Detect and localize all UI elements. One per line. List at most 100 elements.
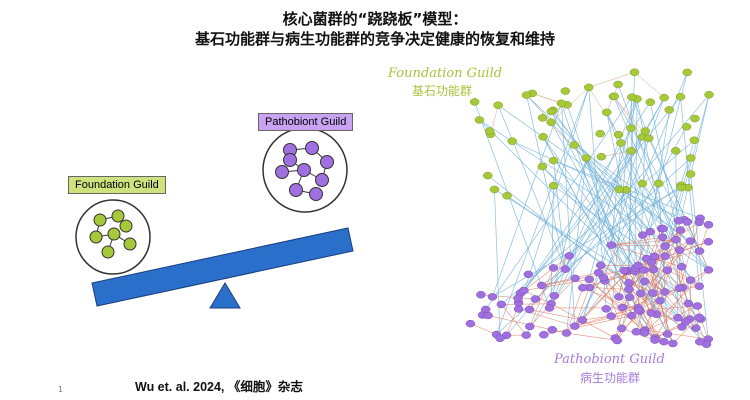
pathobiont-node [544,304,555,312]
cross-guild-edge [512,140,685,221]
pathobiont-node [639,277,650,286]
pathobiont-node [639,329,650,337]
pathobiont-node [645,227,656,236]
pathobiont-node [671,235,681,244]
foundation-node [546,118,556,126]
foundation-node [637,179,648,188]
cross-guild-edge [525,150,632,336]
pathobiont-node [536,281,547,290]
cross-guild-edge [492,187,682,298]
pathobiont-node [694,338,705,346]
pathobiont-node [560,265,571,273]
pathobiont-node [633,261,643,270]
foundation-microbe [101,245,115,259]
cross-guild-edge [492,103,562,297]
pathobiont-node [685,276,696,284]
cross-guild-edge [582,185,682,321]
pathobiont-node [675,226,686,234]
foundation-node [671,146,681,155]
foundation-node [583,83,594,92]
pathobiont-cluster [275,141,334,201]
cross-guild-edge [566,157,587,334]
pathobiont-node [660,288,670,296]
pathobiont-node [624,293,635,302]
pathobiont-node [577,316,588,324]
pathobiont-node [648,289,658,297]
foundation-node [489,185,500,194]
pathobiont-microbe [275,165,289,179]
pathobiont-edge [667,269,700,287]
seesaw-beam [91,227,354,307]
pathobiont-node [703,237,714,246]
cross-guild-edge [613,96,681,251]
foundation-node [581,154,591,162]
cross-guild-edge [650,94,710,314]
title-line-2: 基石功能群与病生功能群的竞争决定健康的恢复和维持 [194,30,555,48]
pathobiont-edge [529,267,554,327]
cross-guild-edge [523,96,681,291]
cross-guild-edge [652,157,692,294]
pathobiont-edge [523,279,590,291]
pathobiont-guild-label: Pathobiont Guild [258,113,354,131]
foundation-node [676,183,687,192]
pathobiont-edge [644,269,709,334]
foundation-node [609,92,619,100]
pathobiont-edge [699,224,709,252]
pathobiont-node [694,247,705,255]
foundation-node [507,137,517,145]
pathobiont-edge [582,315,612,321]
cross-guild-edge [551,111,651,232]
foundation-edge [601,150,632,157]
pathobiont-node [631,327,642,336]
pathobiont-edge [611,236,663,246]
pathobiont-node [606,241,617,249]
pathobiont-node [650,336,660,344]
pathobiont-edge [589,279,644,332]
citation: Wu et. al. 2024, 《细胞》杂志 [135,380,303,394]
pathobiont-node [649,252,660,261]
foundation-node [644,134,654,143]
pathobiont-node [636,289,646,298]
foundation-node [548,156,559,165]
foundation-node [502,192,512,200]
pathobiont-edge [603,277,623,329]
foundation-node [664,106,675,114]
cross-guild-edge [550,185,554,304]
foundation-cluster [89,209,137,259]
cross-guild-edge [675,94,710,240]
foundation-node [681,123,692,131]
pathobiont-node [682,218,693,226]
pathobiont-node [513,305,524,313]
pathobiont-node [674,246,685,254]
pathobiont-edge [501,303,552,305]
pathobiont-node [523,270,534,279]
cross-guild-edge [553,160,566,270]
pathobiont-node [673,314,683,322]
pathobiont-node [548,264,559,272]
pathobiont-node [660,252,670,261]
pathobiont-edge [672,317,700,344]
foundation-node [569,141,580,149]
pathobiont-node [476,290,486,299]
foundation-node [659,93,669,102]
pathobiont-edge [679,222,700,289]
foundation-edge [634,72,665,98]
pathobiont-node [694,313,704,322]
pathobiont-edge [600,265,630,298]
pathobiont-microbe [289,183,303,197]
pathobiont-node [655,297,665,305]
foundation-microbe [107,227,121,241]
cross-guild-edge [561,103,576,327]
pathobiont-node [660,242,670,250]
pathobiont-node [596,261,606,270]
foundation-node [704,90,714,99]
foundation-node [675,92,686,101]
pathobiont-node [521,331,531,339]
pathobiont-edge [566,287,584,334]
foundation-node [613,80,623,89]
cross-guild-edge [479,119,707,345]
foundation-node [548,181,559,190]
pathobiont-node [680,318,691,326]
foundation-node [690,114,700,123]
